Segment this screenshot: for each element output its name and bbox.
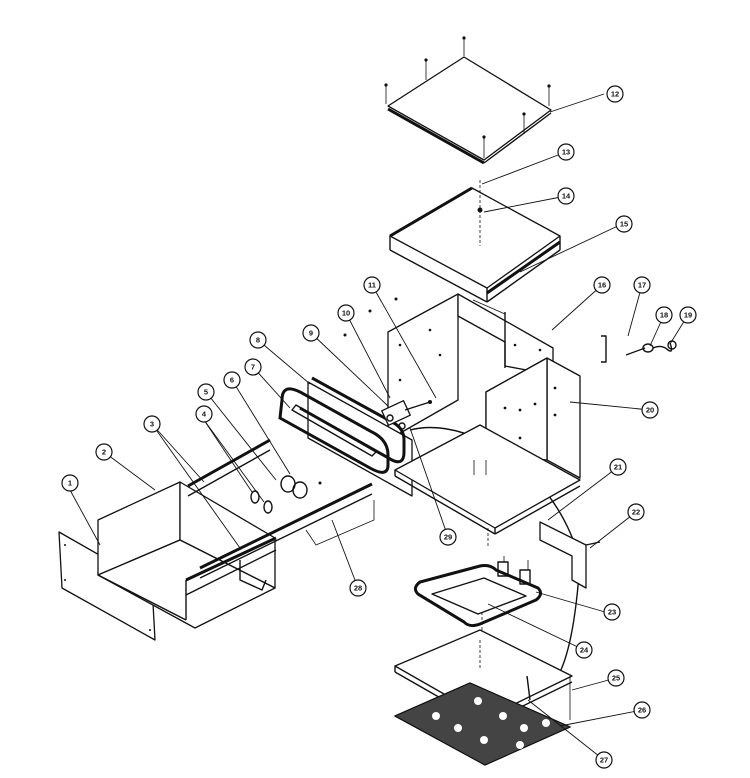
base-plate-part-21 xyxy=(394,424,581,548)
svg-text:27: 27 xyxy=(600,756,608,765)
callout-3[interactable]: 3 xyxy=(143,415,161,433)
callout-12[interactable]: 12 xyxy=(606,85,624,103)
svg-text:16: 16 xyxy=(598,281,606,290)
knobs-parts-4-6 xyxy=(250,475,322,514)
svg-text:3: 3 xyxy=(150,420,154,429)
slide-rails-part-3 xyxy=(187,438,375,591)
svg-text:24: 24 xyxy=(580,646,589,655)
callout-15[interactable]: 15 xyxy=(615,215,633,233)
callout-24[interactable]: 24 xyxy=(575,641,593,659)
svg-text:6: 6 xyxy=(230,376,234,385)
svg-text:20: 20 xyxy=(646,406,654,415)
svg-text:15: 15 xyxy=(620,220,628,229)
element-frame-parts-7-8 xyxy=(278,376,413,497)
svg-text:18: 18 xyxy=(660,311,668,320)
callout-1[interactable]: 1 xyxy=(61,474,79,492)
callout-18[interactable]: 18 xyxy=(655,306,673,324)
callout-25[interactable]: 25 xyxy=(607,669,625,687)
callout-5[interactable]: 5 xyxy=(197,383,215,401)
callout-22[interactable]: 22 xyxy=(627,503,645,521)
svg-text:19: 19 xyxy=(684,311,692,320)
svg-text:12: 12 xyxy=(611,90,619,99)
top-cover-screws xyxy=(384,36,551,158)
thermostat-parts-9-11 xyxy=(381,400,581,673)
callout-11[interactable]: 11 xyxy=(363,276,381,294)
svg-text:13: 13 xyxy=(562,148,570,157)
callout-21[interactable]: 21 xyxy=(609,458,627,476)
callout-27[interactable]: 27 xyxy=(595,751,613,769)
callout-19[interactable]: 19 xyxy=(679,306,697,324)
svg-text:29: 29 xyxy=(444,533,452,542)
svg-text:5: 5 xyxy=(204,388,208,397)
side-panel-part-20 xyxy=(485,357,581,479)
callout-26[interactable]: 26 xyxy=(633,701,651,719)
svg-text:2: 2 xyxy=(102,448,106,457)
callout-28[interactable]: 28 xyxy=(349,579,367,597)
callout-9[interactable]: 9 xyxy=(302,324,320,342)
svg-text:26: 26 xyxy=(638,706,646,715)
svg-text:22: 22 xyxy=(632,508,640,517)
callout-8[interactable]: 8 xyxy=(249,331,267,349)
svg-text:8: 8 xyxy=(256,336,260,345)
callouts: 1 2 3 4 5 6 7 8 9 10 11 12 13 14 15 16 1… xyxy=(61,85,697,769)
base-mat-part-26 xyxy=(393,682,572,766)
callout-2[interactable]: 2 xyxy=(95,443,113,461)
drawer-part-2 xyxy=(97,481,277,629)
svg-text:11: 11 xyxy=(368,281,376,290)
leader-lines xyxy=(69,93,689,761)
svg-text:23: 23 xyxy=(608,608,616,617)
callout-4[interactable]: 4 xyxy=(195,405,213,423)
power-cord-parts-17-19 xyxy=(601,335,677,363)
top-cover-part-12 xyxy=(384,36,552,165)
callout-20[interactable]: 20 xyxy=(641,401,659,419)
svg-text:17: 17 xyxy=(638,281,646,290)
callout-29[interactable]: 29 xyxy=(439,528,457,546)
bottom-element-parts-23-24 xyxy=(413,556,543,632)
callout-13[interactable]: 13 xyxy=(557,143,575,161)
svg-text:1: 1 xyxy=(68,479,72,488)
callout-16[interactable]: 16 xyxy=(593,276,611,294)
callout-6[interactable]: 6 xyxy=(223,371,241,389)
svg-text:4: 4 xyxy=(202,410,207,419)
svg-text:9: 9 xyxy=(309,329,313,338)
svg-text:7: 7 xyxy=(251,363,255,372)
mid-tray-part-15 xyxy=(389,180,561,303)
callout-7[interactable]: 7 xyxy=(244,358,262,376)
svg-text:21: 21 xyxy=(614,463,622,472)
callout-14[interactable]: 14 xyxy=(557,187,575,205)
svg-text:25: 25 xyxy=(612,674,620,683)
svg-text:10: 10 xyxy=(342,309,350,318)
callout-17[interactable]: 17 xyxy=(633,276,651,294)
callout-10[interactable]: 10 xyxy=(337,304,355,322)
callout-23[interactable]: 23 xyxy=(603,603,621,621)
svg-text:28: 28 xyxy=(354,584,362,593)
svg-text:14: 14 xyxy=(562,192,571,201)
